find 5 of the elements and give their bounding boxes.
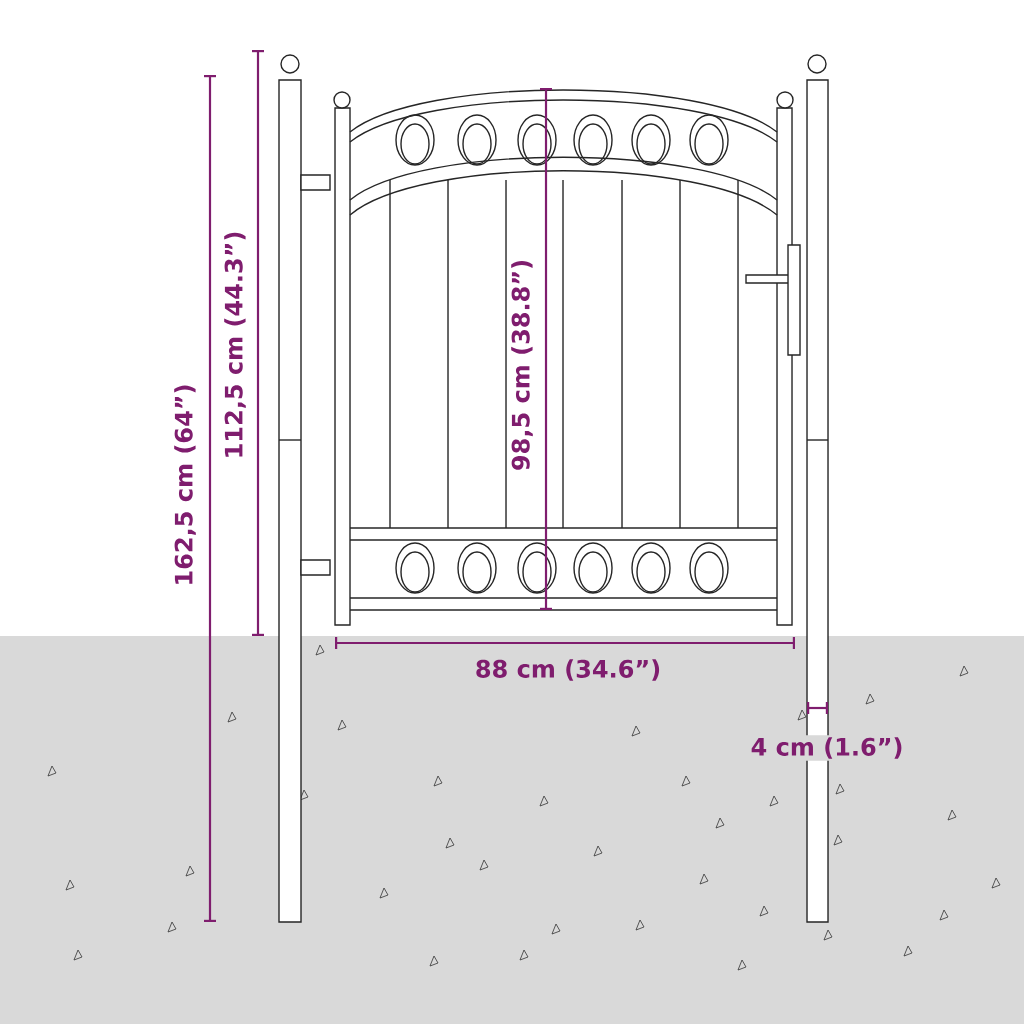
dimension-label: 4 cm (1.6”) [748,735,906,761]
dimension-label: 98,5 cm (38.8”) [509,256,535,474]
dimension-label: 162,5 cm (64”) [174,385,196,584]
dimension-label: 88 cm (34.6”) [476,659,660,681]
dimension-label: 112,5 cm (44.3”) [224,232,246,457]
